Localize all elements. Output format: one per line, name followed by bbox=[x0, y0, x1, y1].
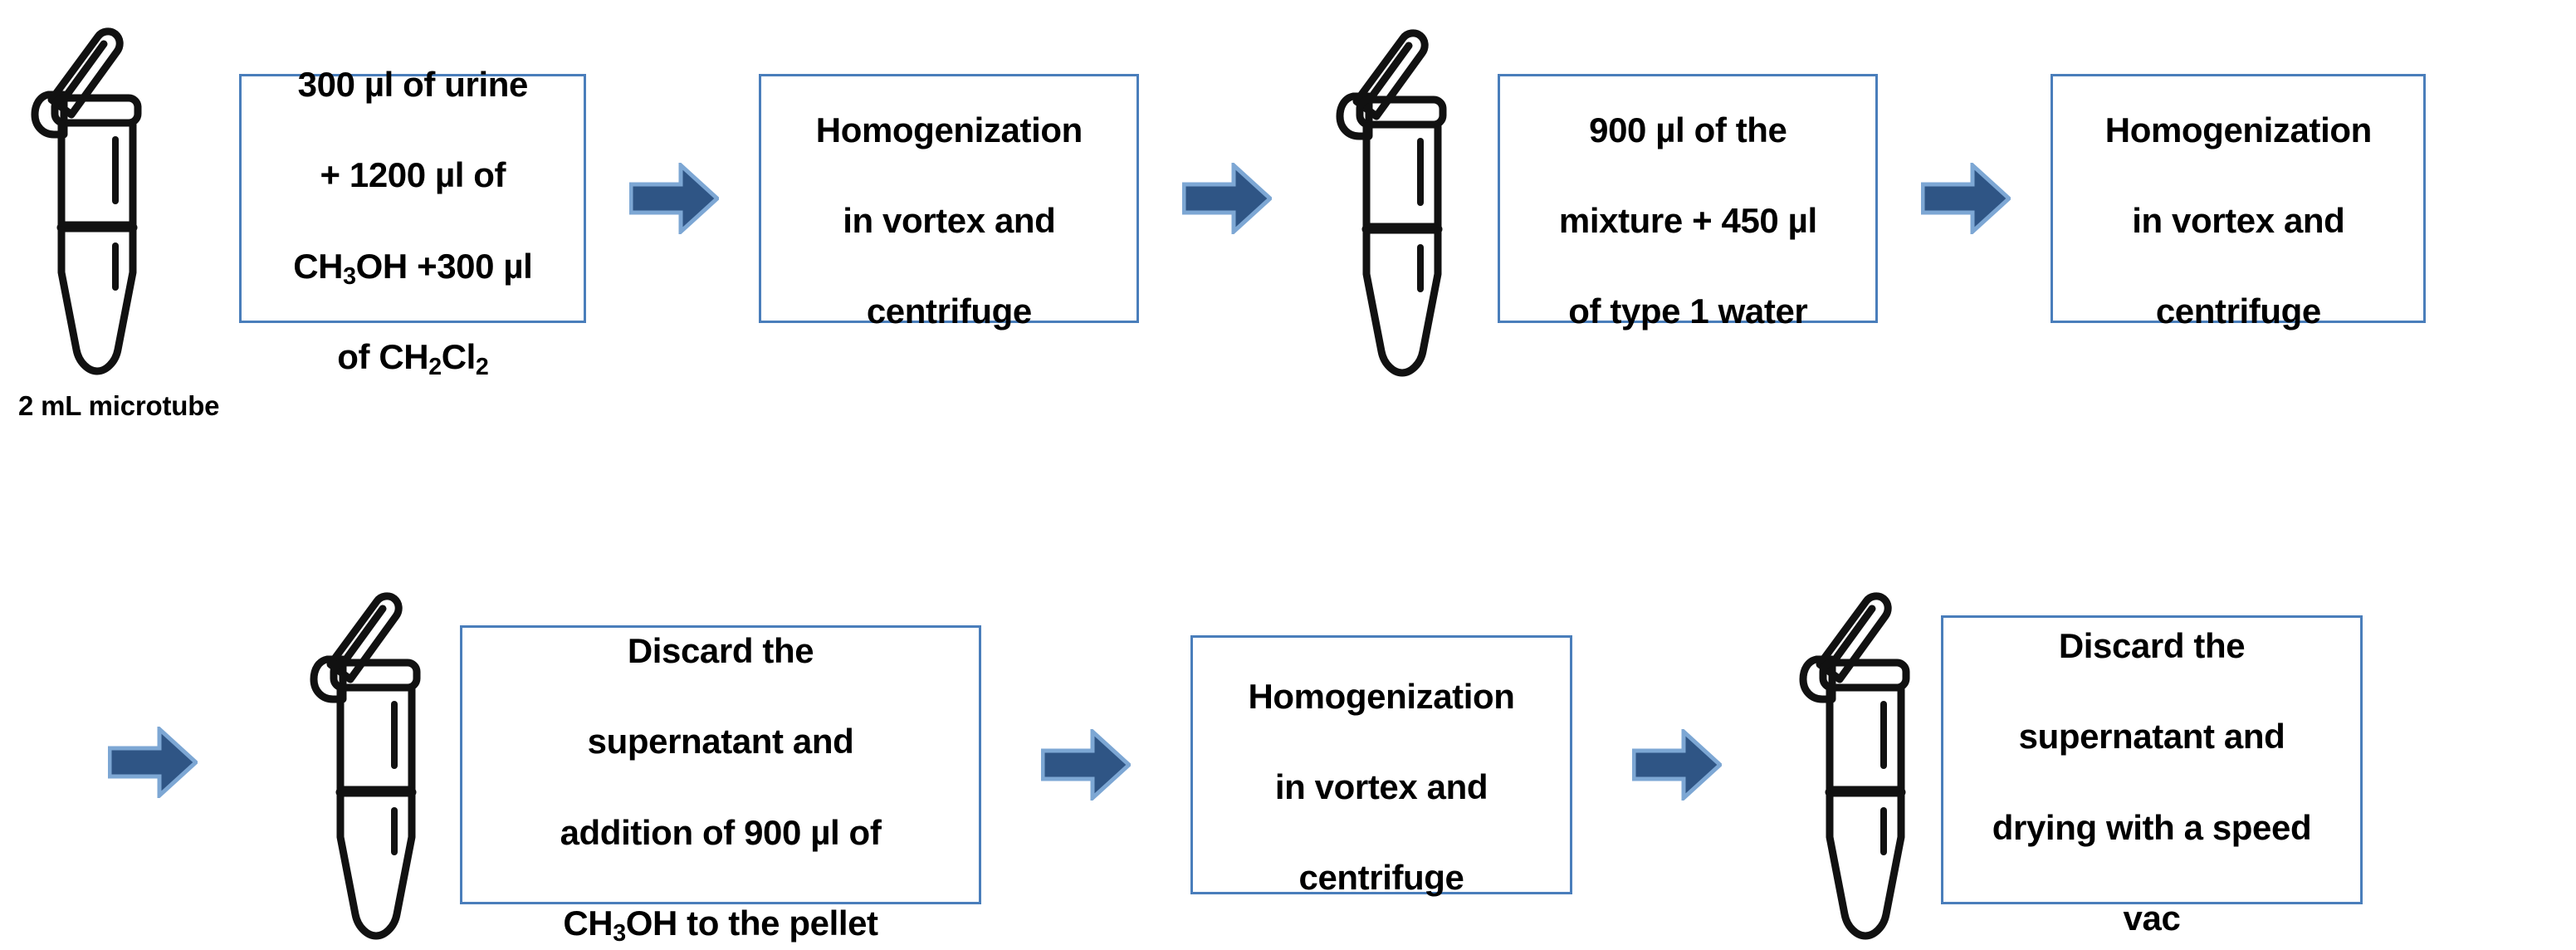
step5-line2: supernatant and bbox=[587, 722, 854, 761]
step2-line1: Homogenization bbox=[815, 110, 1083, 149]
step-box-5[interactable]: Discard the supernatant and addition of … bbox=[460, 625, 981, 947]
step-box-6-text: Homogenization in vortex and centrifuge bbox=[1248, 629, 1514, 901]
microtube-caption: 2 mL microtube bbox=[18, 390, 220, 421]
step1-line4-b: Cl bbox=[441, 336, 477, 376]
step-box-5-text: Discard the supernatant and addition of … bbox=[560, 584, 882, 947]
step-box-4[interactable]: Homogenization in vortex and centrifuge bbox=[2051, 74, 2427, 331]
step1-line3-a: CH bbox=[293, 246, 344, 286]
arrow-right-icon bbox=[1921, 163, 2011, 234]
step3-line3: of type 1 water bbox=[1568, 291, 1808, 331]
step-box-2[interactable]: Homogenization in vortex and centrifuge bbox=[759, 74, 1140, 331]
microtube-icon bbox=[18, 23, 144, 375]
step4-line1: Homogenization bbox=[2104, 110, 2372, 149]
step1-line4-sub2: 2 bbox=[475, 354, 489, 381]
step2-line3: centrifuge bbox=[866, 291, 1032, 331]
step-box-2-text: Homogenization in vortex and centrifuge bbox=[816, 62, 1083, 335]
step2-line2: in vortex and bbox=[843, 201, 1056, 240]
arrow-right-icon bbox=[1041, 729, 1131, 801]
workflow-row-1: 2 mL microtube 300 µl of urine + 1200 µl… bbox=[0, 0, 2427, 440]
step1-line4-a: of CH bbox=[337, 336, 429, 376]
step5-line4-b: OH to the pellet bbox=[625, 903, 878, 943]
step5-line3: addition of 900 µl of bbox=[560, 812, 882, 852]
step7-line1: Discard the bbox=[2058, 626, 2246, 666]
step-box-7-text: Discard the supernatant and drying with … bbox=[1992, 579, 2312, 942]
microtube-icon bbox=[297, 588, 423, 940]
step7-line3: drying with a speed bbox=[1992, 807, 2312, 847]
step6-line3: centrifuge bbox=[1298, 858, 1464, 898]
step1-line3-sub: 3 bbox=[343, 263, 356, 291]
step4-line3: centrifuge bbox=[2155, 291, 2321, 331]
microtube-icon bbox=[1323, 25, 1449, 377]
step-box-3[interactable]: 900 µl of the mixture + 450 µl of type 1… bbox=[1498, 74, 1879, 331]
step1-line3-b: OH +300 µl bbox=[355, 246, 533, 286]
step5-line1: Discard the bbox=[627, 631, 814, 671]
step-box-6[interactable]: Homogenization in vortex and centrifuge bbox=[1190, 635, 1572, 897]
step4-line2: in vortex and bbox=[2132, 201, 2345, 240]
step5-line4-sub: 3 bbox=[613, 920, 626, 948]
step7-line4: vac bbox=[2123, 898, 2181, 938]
step3-line1: 900 µl of the bbox=[1589, 110, 1787, 149]
step-box-3-text: 900 µl of the mixture + 450 µl of type 1… bbox=[1559, 62, 1817, 335]
step6-line2: in vortex and bbox=[1274, 767, 1488, 806]
arrow-right-icon bbox=[1632, 729, 1722, 801]
step-box-4-text: Homogenization in vortex and centrifuge bbox=[2105, 62, 2372, 335]
microtube-icon bbox=[1787, 588, 1913, 940]
step-box-1[interactable]: 300 µl of urine + 1200 µl of CH3OH +300 … bbox=[239, 65, 587, 380]
step1-line2: + 1200 µl of bbox=[320, 155, 506, 195]
arrow-right-icon bbox=[108, 727, 198, 798]
step-box-7[interactable]: Discard the supernatant and drying with … bbox=[1941, 615, 2363, 938]
step1-line4-sub1: 2 bbox=[428, 354, 442, 381]
step7-line2: supernatant and bbox=[2018, 717, 2285, 757]
step6-line1: Homogenization bbox=[1248, 676, 1515, 716]
microtube-1-group: 2 mL microtube bbox=[18, 23, 220, 422]
arrow-right-icon bbox=[1182, 163, 1273, 234]
step1-line1: 300 µl of urine bbox=[297, 65, 529, 105]
step5-line4-a: CH bbox=[563, 903, 613, 943]
arrow-right-icon bbox=[629, 163, 720, 234]
workflow-row-2: Discard the supernatant and addition of … bbox=[0, 573, 2363, 950]
step3-line2: mixture + 450 µl bbox=[1558, 201, 1817, 240]
step-box-1-text: 300 µl of urine + 1200 µl of CH3OH +300 … bbox=[293, 17, 533, 381]
